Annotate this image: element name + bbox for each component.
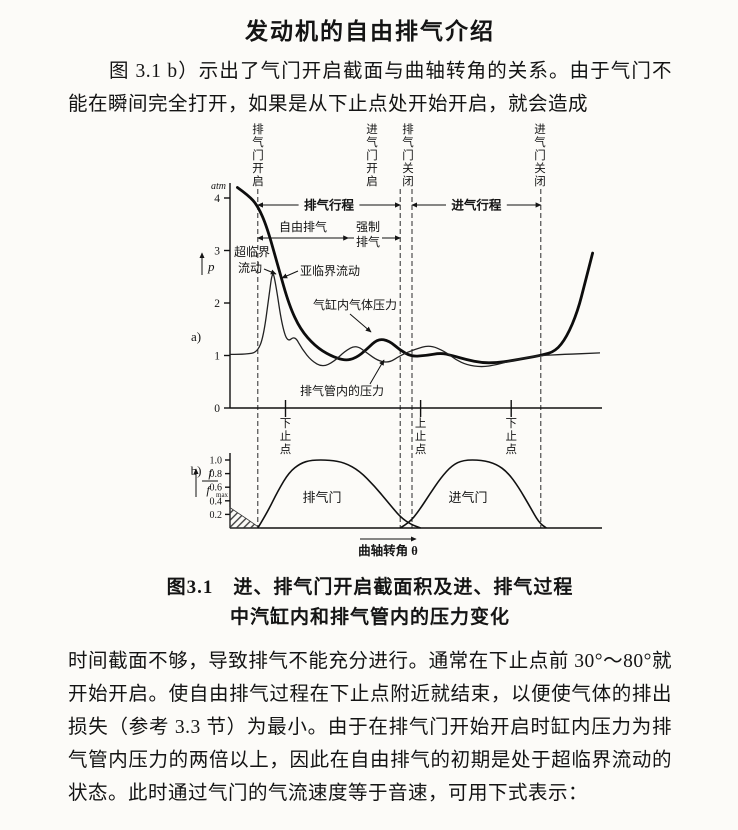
y-tick-label: 1 [214,351,220,363]
vertical-label: 进气门开启 [366,123,378,188]
intake-valve-label: 进气门 [448,490,487,505]
y-unit-label: atm [211,181,226,192]
caption-line-1: 图3.1 进、排气门开启截面积及进、排气过程 [166,577,574,598]
caption-line-2: 中汽缸内和排气管内的压力变化 [229,607,510,628]
y-tick-label: 0.8 [210,469,223,480]
vertical-label: 下止点 [280,418,292,456]
subcritical-label: 亚临界流动 [300,264,360,278]
supercritical-label: 超临界 [234,244,270,259]
y-tick-label: 2 [214,298,220,310]
vertical-label: 上止点 [415,417,427,456]
panel-b-label: b) [191,463,202,478]
cylinder-pressure-curve [236,186,594,365]
page-title: 发动机的自由排气介绍 [245,19,495,44]
free-exhaust-label: 自由排气 [279,219,327,234]
y-tick-label: 3 [214,246,220,258]
stroke-span-label: 排气行程 [304,198,355,213]
pipe-pressure-curve [229,273,601,368]
forced-exhaust-label: 强制 [356,220,380,234]
exhaust-valve-lift-curve [257,459,421,529]
y-tick-label: 0.2 [210,510,223,521]
y-tick-label: 1.0 [210,456,223,467]
intake-valve-lift-curve [399,459,547,529]
vertical-label: 排气门开启 [252,123,264,188]
y-axis-label: max [216,491,229,499]
y-axis-label: f [206,483,211,497]
figure-chart: 排气门开启 进气门开启 排气门关闭 进气门关闭下止点 上止点 下止点 排气行程 进气行程自由排… [150,122,642,571]
cylinder-pressure-label: 气缸内气体压力 [313,297,397,312]
vertical-label: 排气门关闭 [402,123,414,188]
y-tick-label: 0 [214,403,220,415]
y-axis-label: f [208,466,213,480]
y-axis-label: p [207,259,215,274]
y-tick-label: 0.6 [210,483,223,494]
intro-paragraph: 图 3.1 b）示出了气门开启截面与曲轴转角的关系。由于气门不能在瞬间完全打开，… [68,61,672,115]
x-axis-label: 曲轴转角 θ [358,543,418,558]
vertical-label: 下止点 [505,418,517,456]
y-tick-label: 4 [214,193,220,205]
pipe-pressure-label: 排气管内的压力 [300,383,384,398]
forced-exhaust-label: 排气 [356,234,380,249]
figure-caption: 图3.1 进、排气门开启截面积及进、排气过程 中汽缸内和排气管内的压力变化 [68,573,672,633]
vertical-label: 进气门关闭 [534,123,546,188]
y-tick-label: 0.4 [210,496,223,507]
body-paragraph: 时间截面不够，导致排气不能充分进行。通常在下止点前 30°～80°就开始开启。使… [68,651,672,804]
supercritical-label: 流动 [238,261,262,275]
stroke-span-label: 进气行程 [451,198,502,213]
residual-open-area [229,506,261,529]
figure-3-1: 排气门开启 进气门开启 排气门关闭 进气门关闭下止点 上止点 下止点 排气行程 进气行程自由排… [68,122,672,633]
exhaust-valve-label: 排气门 [302,490,341,505]
panel-a-label: a) [191,329,201,344]
